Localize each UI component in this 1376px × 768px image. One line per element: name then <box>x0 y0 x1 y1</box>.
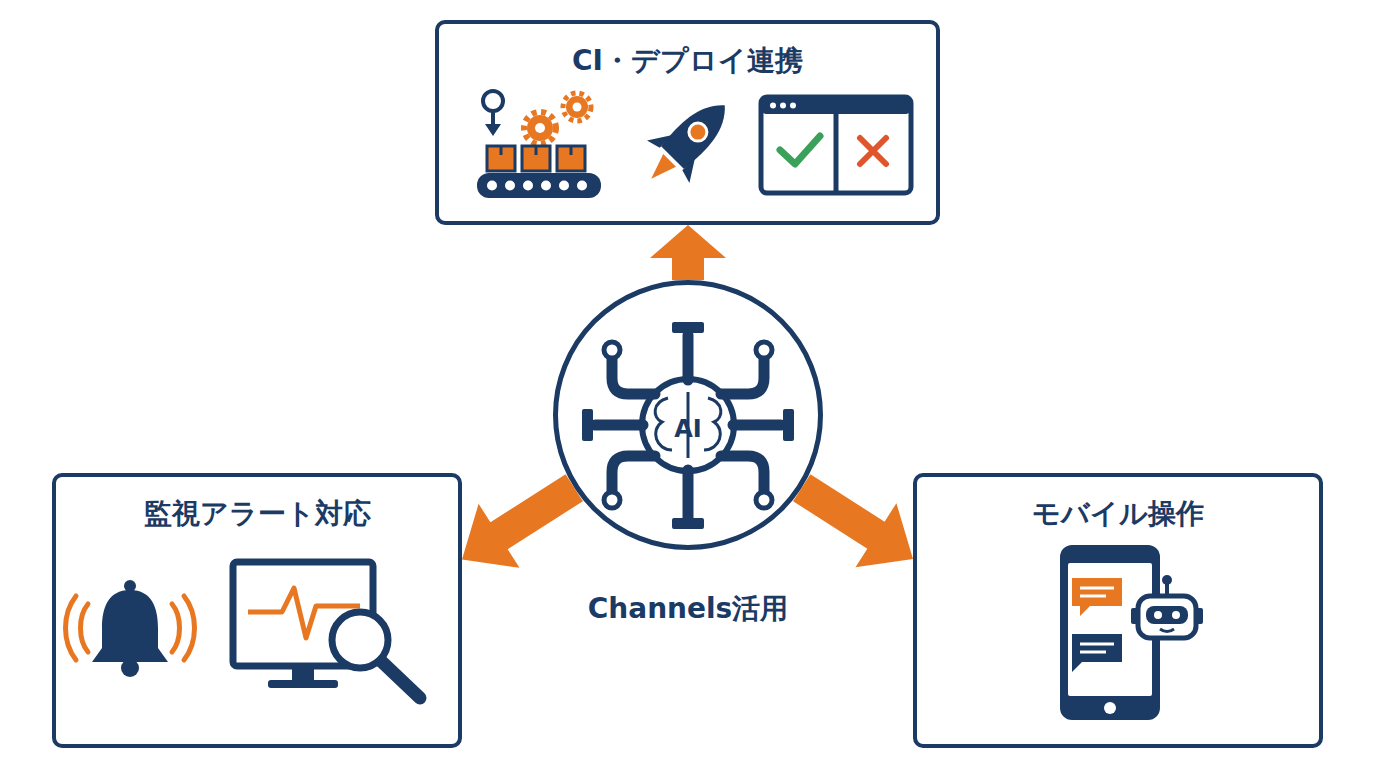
monitor-icon <box>233 562 420 698</box>
alert-bell-icon <box>66 580 195 677</box>
pipeline-icon <box>477 91 601 198</box>
flow-arrow <box>462 474 583 568</box>
feature-box: CI・デプロイ連携 <box>435 20 940 225</box>
box-title: モバイル操作 <box>917 495 1319 533</box>
flow-arrow <box>650 225 726 280</box>
robot-icon <box>1131 575 1203 638</box>
hub-label: AI <box>674 415 702 443</box>
flow-arrow <box>793 474 913 567</box>
pipe-terminals <box>604 342 772 508</box>
hub-caption: Channels活用 <box>588 590 789 628</box>
arrow-shape <box>793 474 913 567</box>
brain-icon <box>642 379 734 471</box>
hub-pipes <box>595 335 781 518</box>
arrow-shape <box>462 474 583 568</box>
rocket-icon <box>630 84 746 200</box>
box-title: CI・デプロイ連携 <box>439 42 936 80</box>
feature-box: 監視アラート対応 <box>52 473 462 748</box>
result-window-icon <box>761 97 911 193</box>
phone-icon <box>1060 545 1160 720</box>
pipe-ends <box>582 322 794 529</box>
box-title: 監視アラート対応 <box>56 495 458 533</box>
feature-box: モバイル操作 <box>913 473 1323 748</box>
hub-circle: AIChannels活用 <box>553 280 823 550</box>
arrow-shape <box>650 225 726 280</box>
